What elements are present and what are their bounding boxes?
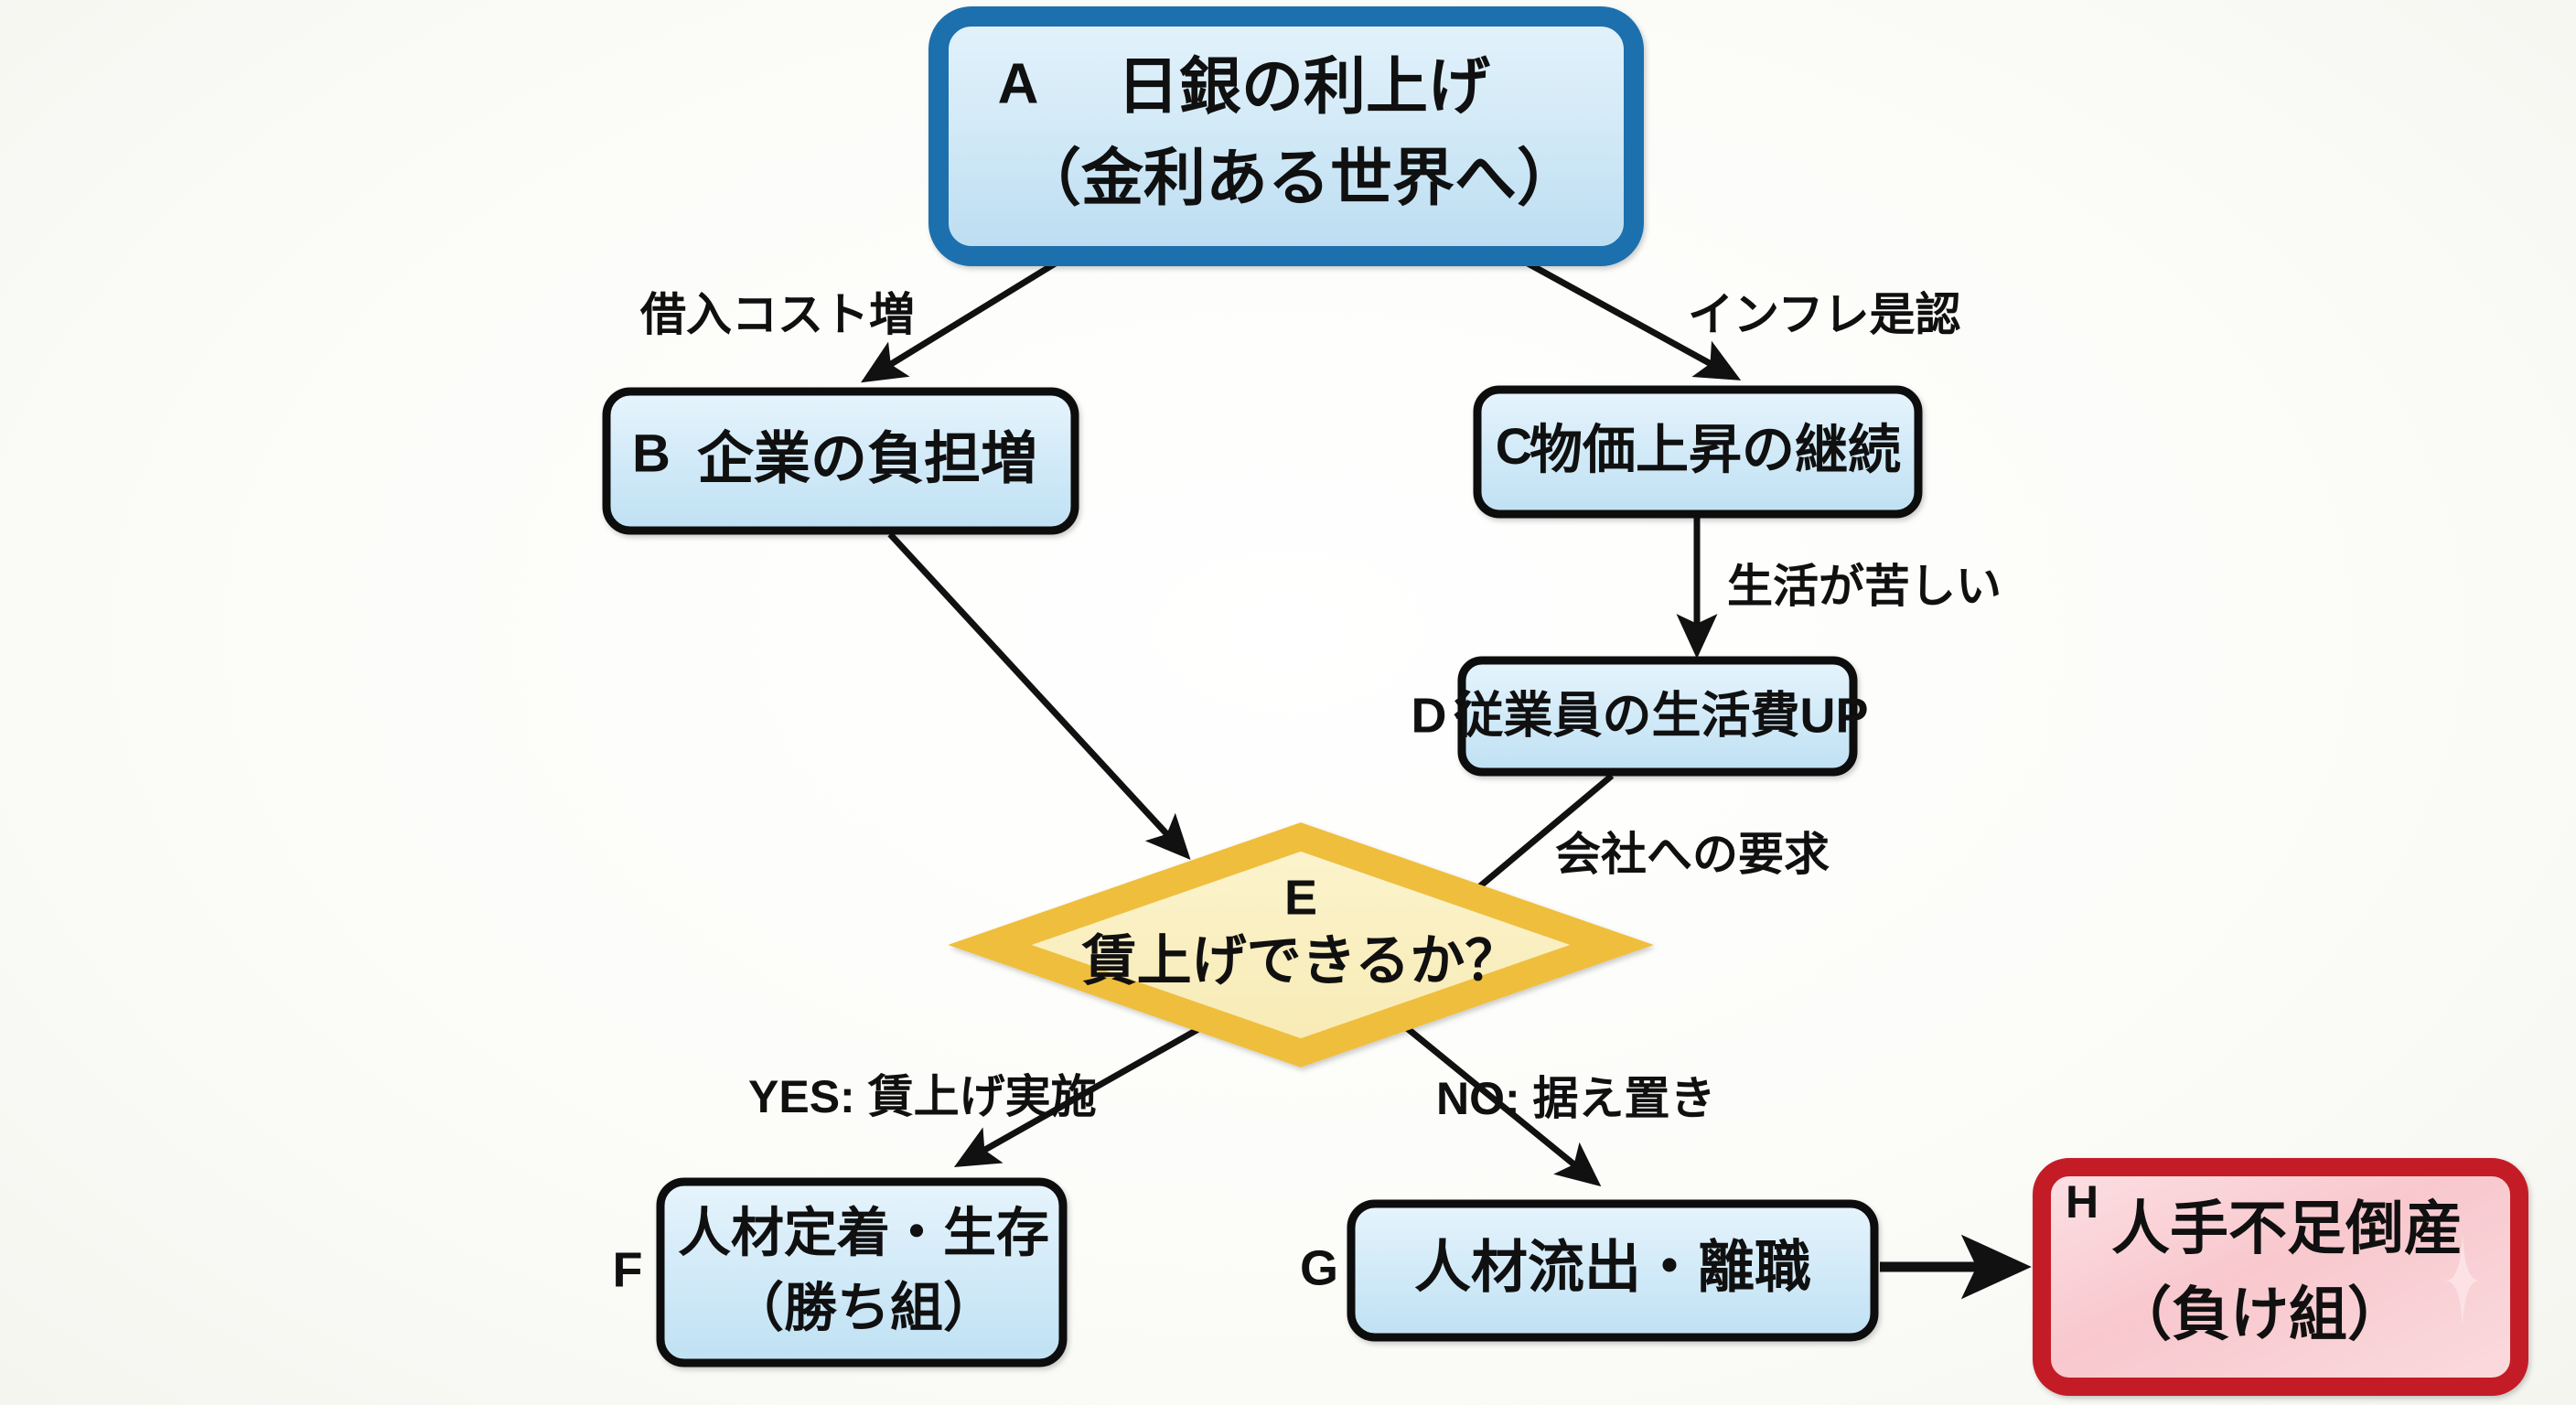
node-f-talent-retention-winner[interactable]: F 人材定着・生存 （勝ち組） (613, 1177, 1068, 1367)
node-g-shape[interactable] (1347, 1199, 1879, 1342)
node-h-line-2: （負け組） (2113, 1282, 2406, 1347)
node-f-line-2: （勝ち組） (731, 1278, 996, 1337)
node-a-boj-rate-hike[interactable]: A 日銀の利上げ （金利ある世界へ） (928, 6, 1644, 266)
node-b-line-1: 企業の負担増 (697, 427, 1037, 490)
edge-e-to-f-line (953, 1024, 1202, 1168)
edges-layer (861, 256, 2032, 1300)
edge-labels-layer: 借入コスト増 インフレ是認 生活が苦しい 会社への要求 YES: 賃上げ実施 N… (639, 289, 2002, 1124)
node-d-employee-living-cost-up[interactable]: D 従業員の生活費UP (1411, 656, 1869, 777)
edge-b-to-e-line (887, 531, 1191, 861)
edge-label-a-to-b: 借入コスト増 (639, 289, 915, 340)
node-a-line-2: （金利ある世界へ） (1019, 144, 1579, 213)
node-e-can-raise-wages[interactable]: E 賃上げできるか？ (948, 822, 1654, 1067)
node-g-line-1: 人材流出・離職 (1414, 1236, 1811, 1299)
node-e-id-label: E (1284, 870, 1317, 925)
edge-a-to-b-line (861, 257, 1063, 383)
node-f-id-label: F (613, 1242, 643, 1297)
node-c-id-label: C (1496, 417, 1532, 475)
node-g-talent-outflow-resignation[interactable]: G 人材流出・離職 (1300, 1199, 1879, 1342)
node-h-shape[interactable] (2033, 1158, 2528, 1396)
node-h-line-1: 人手不足倒産 (2111, 1196, 2463, 1261)
edge-label-a-to-c: インフレ是認 (1688, 289, 1961, 340)
edge-label-d-to-e: 会社への要求 (1555, 829, 1830, 880)
edge-a-to-c-line (1519, 256, 1742, 381)
edge-e-to-g-line (1404, 1025, 1602, 1187)
node-d-id-label: D (1411, 688, 1447, 743)
node-f-line-1: 人材定着・生存 (678, 1203, 1049, 1262)
node-h-labor-shortage-bankruptcy-loser[interactable]: H 人手不足倒産 （負け組） (2033, 1158, 2528, 1396)
node-c-shape[interactable] (1473, 385, 1923, 519)
sparkle-icon (2444, 1233, 2481, 1328)
node-c-price-rise-continues[interactable]: C 物価上昇の継続 (1473, 385, 1923, 519)
node-b-corporate-burden[interactable]: B 企業の負担増 (602, 387, 1079, 535)
node-b-shape[interactable] (602, 387, 1079, 535)
edge-label-c-to-d: 生活が苦しい (1727, 561, 2002, 612)
node-h-id-label: H (2066, 1176, 2098, 1228)
edge-label-e-to-g: NO: 据え置き (1436, 1073, 1716, 1124)
node-c-line-1: 物価上昇の継続 (1530, 420, 1901, 479)
edge-label-e-to-f: YES: 賃上げ実施 (748, 1071, 1097, 1122)
node-a-shape[interactable] (928, 6, 1644, 266)
node-g-id-label: G (1300, 1240, 1338, 1295)
node-d-line-1: 従業員の生活費UP (1453, 688, 1868, 743)
node-b-id-label: B (632, 424, 671, 483)
node-e-shape[interactable] (948, 822, 1654, 1067)
node-a-id-label: A (998, 52, 1039, 115)
node-f-shape[interactable] (656, 1177, 1068, 1367)
node-e-line-1: 賃上げできるか？ (1081, 930, 1520, 992)
node-d-shape[interactable] (1457, 656, 1858, 777)
node-a-line-1: 日銀の利上げ (1117, 52, 1490, 122)
